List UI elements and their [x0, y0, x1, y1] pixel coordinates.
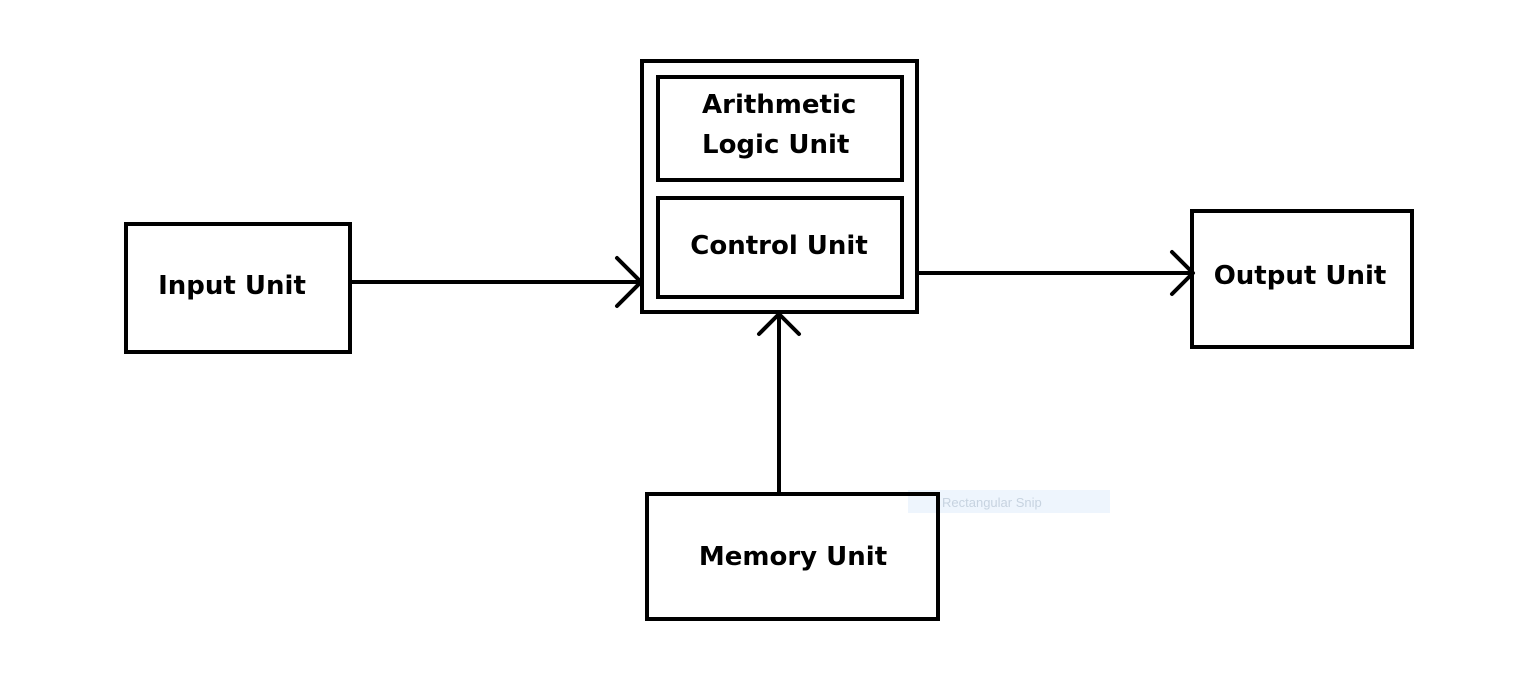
snip-overlay: Rectangular Snip: [908, 490, 1110, 513]
alu-box: [656, 75, 904, 182]
alu-label-line2: Logic Unit: [702, 130, 849, 160]
alu-label-line1: Arithmetic: [702, 90, 856, 120]
control-unit-box: [656, 196, 904, 299]
arrow-input-to-cpu: [348, 256, 643, 308]
arrow-cpu-to-output: [915, 250, 1195, 296]
arrow-memory-to-cpu: [757, 312, 801, 496]
cpu-outer-box: [640, 59, 919, 314]
arrow-cpu-to-output-head: [1170, 250, 1195, 296]
memory-unit-box: [645, 492, 940, 621]
snip-overlay-label: Rectangular Snip: [942, 495, 1042, 510]
output-unit-block: Output Unit: [1190, 209, 1414, 349]
input-unit-box: [124, 222, 352, 354]
output-unit-box: [1190, 209, 1414, 349]
arrow-input-to-cpu-head: [615, 256, 643, 308]
output-unit-label: Output Unit: [1214, 261, 1387, 291]
memory-unit-block: Memory Unit: [645, 492, 940, 621]
input-unit-block: Input Unit: [124, 222, 352, 354]
snip-overlay-box: [908, 490, 1110, 513]
arrow-memory-to-cpu-head: [757, 312, 801, 336]
control-unit-label: Control Unit: [690, 231, 868, 261]
memory-unit-label: Memory Unit: [699, 542, 887, 572]
cpu-block: Arithmetic Logic Unit Control Unit: [640, 59, 919, 314]
input-unit-label: Input Unit: [158, 271, 306, 301]
